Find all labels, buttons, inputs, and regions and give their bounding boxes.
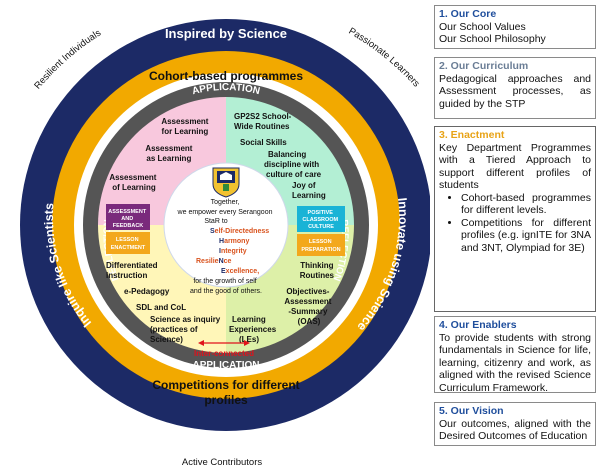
- yellow-item-line: (practices of: [150, 325, 198, 334]
- panel-our-enablers: 4. Our Enablers To provide students with…: [434, 316, 596, 394]
- svg-text:Assessment for Learning: Assessment for Learning Assessment as Le…: [109, 117, 210, 192]
- pink-item-line: for Learning: [162, 127, 209, 136]
- panel-our-core-title: 1. Our Core: [439, 8, 497, 20]
- lime-item-line: Routines: [300, 271, 335, 280]
- curriculum-framework-diagram: Inspired by Science Inquire like Scienti…: [20, 19, 430, 468]
- green-item-line: GP2S2 School-: [234, 112, 292, 121]
- value-excellence: Excellence,: [221, 268, 259, 275]
- lime-item-line: Objectives-: [286, 287, 329, 296]
- tag-lesson-preparation-line: LESSON: [309, 239, 332, 245]
- svg-text:APPLICATION: APPLICATION: [191, 82, 261, 97]
- yellow-item-line: Experiences: [229, 325, 277, 334]
- tag-lesson-enactment-line: ENACTMENT: [111, 245, 146, 251]
- yellow-item-line: Science as inquiry: [150, 315, 221, 324]
- green-item-line: culture of care: [266, 170, 322, 179]
- center-line1: Together,: [211, 199, 240, 206]
- lime-item-line: (OAS): [298, 317, 321, 326]
- pink-item-line: Assessment: [161, 117, 208, 126]
- tag-lesson-preparation: [297, 234, 345, 256]
- tag-assessment-feedback-line: AND: [121, 216, 133, 222]
- yellow-item-line: Science): [150, 335, 183, 344]
- green-item-line: Learning: [292, 191, 326, 200]
- tag-lesson-enactment: [106, 232, 150, 254]
- lime-item-line: -Summary: [288, 307, 328, 316]
- value-integrity: Integrity: [219, 248, 247, 255]
- center-line4: for the growth of self: [193, 278, 256, 285]
- outer-ring-top-label: Inspired by Science: [165, 26, 287, 41]
- svg-text:ASSESSMENT AND FEEDBAC: ASSESSMENT AND FEEDBACK: [108, 209, 147, 229]
- center-line2: we empower every Serangoon: [177, 209, 273, 216]
- interconnected-arrow-right-head: [244, 340, 250, 346]
- pink-item-line: Assessment: [145, 144, 192, 153]
- tag-assessment-feedback: [106, 204, 150, 230]
- panel-our-vision-body: Our outcomes, aligned with the Desired O…: [439, 417, 591, 443]
- tag-positive-classroom-culture: [297, 206, 345, 232]
- panel-our-core-line: Our School Values: [439, 20, 526, 33]
- corner-label-active: Active Contributors: [182, 457, 263, 468]
- panel-our-curriculum: 2. Our Curriculum Pedagogical approaches…: [434, 57, 596, 119]
- application-bottom-label: APPLICATION: [192, 360, 259, 371]
- svg-text:Together, we empower every: Together, we empower every Serangoon Sta…: [177, 199, 275, 225]
- panel-our-curriculum-title: 2. Our Curriculum: [439, 60, 529, 72]
- yellow-item-line: (LEs): [239, 335, 259, 344]
- orange-ring-bottom-line1: Competitions for different: [152, 378, 299, 392]
- svg-text:LESSON ENACTMENT: LESSON ENACTMENT: [111, 237, 146, 251]
- svg-text:Differentiated Instruction: Differentiated Instruction e-Pedagogy SD…: [106, 261, 278, 344]
- panel-enactment-title: 3. Enactment: [439, 129, 505, 141]
- panel-enactment-body: Key Department Programmes with a Tiered …: [439, 141, 591, 192]
- green-item-line: discipline with: [264, 160, 319, 169]
- tag-positive-classroom-line: POSITIVE: [308, 210, 334, 216]
- svg-text:Thinking Routines Obje: Thinking Routines Objectives- Assessment…: [284, 261, 336, 326]
- yellow-item-line: e-Pedagogy: [124, 287, 170, 296]
- school-crest-logo: [212, 167, 240, 198]
- panel-enactment: 3. Enactment Key Department Programmes w…: [434, 126, 596, 312]
- interconnected-label: Inter-connected: [194, 349, 254, 358]
- tag-positive-classroom-line: CULTURE: [308, 224, 334, 230]
- value-harmony: Harmony: [219, 238, 249, 245]
- tag-assessment-feedback-line: ASSESSMENT: [108, 209, 147, 215]
- application-top-label: APPLICATION: [191, 82, 261, 97]
- value-self-directedness: Self-Directedness: [210, 228, 269, 235]
- orange-ring-top-label: Cohort-based programmes: [149, 69, 303, 83]
- lime-item-line: Assessment: [284, 297, 331, 306]
- yellow-item-line: Learning: [232, 315, 266, 324]
- yellow-item-line: SDL and CoL: [136, 303, 186, 312]
- panel-our-core-line: Our School Philosophy: [439, 33, 546, 45]
- panel-our-vision: 5. Our Vision Our outcomes, aligned with…: [434, 402, 596, 446]
- green-item-line: Social Skills: [240, 138, 287, 147]
- panel-our-core: 1. Our Core Our School Values Our School…: [434, 5, 596, 49]
- lime-item-line: Thinking: [300, 261, 333, 270]
- green-item-line: Balancing: [268, 150, 306, 159]
- yellow-item-line: Instruction: [106, 271, 147, 280]
- panel-our-enablers-body: To provide students with strong fundamen…: [439, 331, 591, 394]
- orange-ring-bottom-line2: profiles: [204, 393, 248, 407]
- svg-text:POSITIVE CLASSROOM CUL: POSITIVE CLASSROOM CULTURE: [302, 210, 339, 230]
- interconnected-arrow-left-head: [198, 340, 204, 346]
- pink-item-line: as Learning: [146, 154, 191, 163]
- value-resilience: ResilieNce: [196, 258, 232, 265]
- svg-text:Self-Directedness Harmony: Self-Directedness Harmony Integrity Resi…: [196, 228, 271, 275]
- svg-text:LESSON PREPARATION: LESSON PREPARATION: [301, 239, 340, 253]
- tag-lesson-enactment-line: LESSON: [116, 237, 139, 243]
- pink-item-line: Assessment: [109, 173, 156, 182]
- tag-positive-classroom-line: CLASSROOM: [302, 217, 338, 223]
- tag-lesson-preparation-line: PREPARATION: [301, 247, 340, 253]
- panel-enactment-bullet: Competitions for different profiles (e.g…: [461, 217, 591, 255]
- yellow-item-line: Differentiated: [106, 261, 158, 270]
- panel-enactment-list: Cohort-based programmes for different le…: [439, 192, 591, 255]
- panel-enactment-bullet: Cohort-based programmes for different le…: [461, 192, 591, 217]
- svg-text:GP2S2 School- Wide Routine: GP2S2 School- Wide Routines Social Skill…: [234, 112, 326, 200]
- center-line3: StaR to: [204, 218, 227, 225]
- tag-assessment-feedback-line: FEEDBACK: [113, 223, 144, 229]
- pink-item-line: of Learning: [112, 183, 156, 192]
- panel-our-vision-title: 5. Our Vision: [439, 405, 504, 417]
- panel-our-enablers-title: 4. Our Enablers: [439, 319, 517, 331]
- center-line5: and the good of others.: [190, 288, 262, 295]
- center-circle: [163, 162, 289, 288]
- green-item-line: Wide Routines: [234, 122, 290, 131]
- svg-text:for the growth of self and: for the growth of self and the good of o…: [190, 278, 262, 295]
- panel-our-curriculum-body: Pedagogical approaches and Assessment pr…: [439, 72, 591, 110]
- green-item-line: Joy of: [292, 181, 316, 190]
